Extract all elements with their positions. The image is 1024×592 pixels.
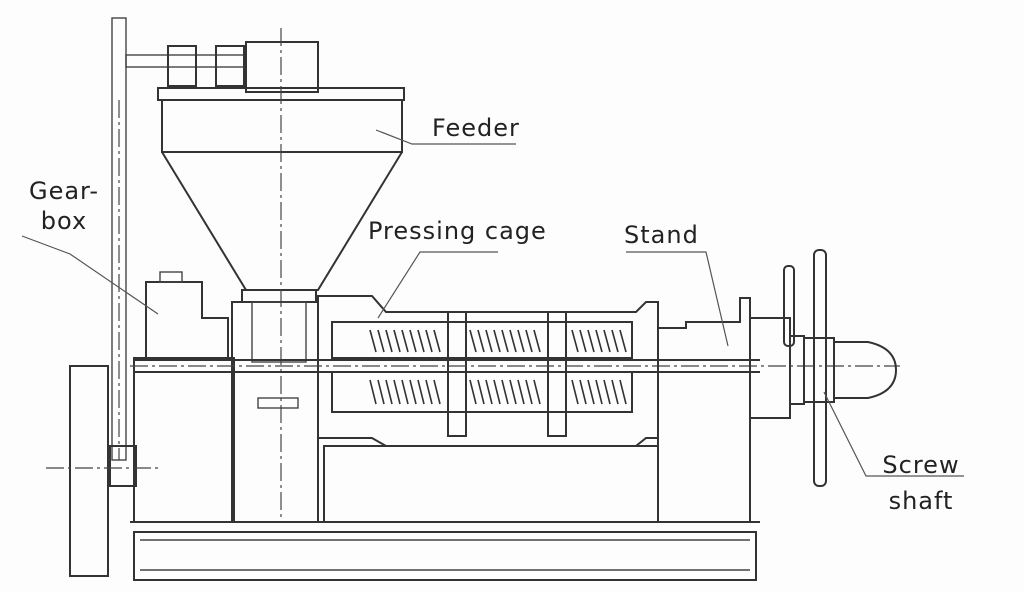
cage-rib-1 — [447, 311, 467, 437]
gearbox-label-line2: box — [40, 207, 88, 235]
cage-rib-2 — [547, 311, 567, 437]
base-frame — [133, 531, 757, 581]
hopper-upper — [161, 100, 403, 153]
feeder-label: Feeder — [432, 114, 520, 142]
cage-upper-band — [331, 321, 633, 359]
leader-pressing-cage — [377, 251, 498, 319]
pulley-wheel — [69, 365, 109, 577]
stand-label: Stand — [624, 221, 699, 249]
handle-bar-left — [783, 265, 795, 347]
gearbox-cap — [159, 271, 183, 283]
leader-feeder — [375, 129, 516, 145]
leader-gearbox — [21, 235, 159, 315]
feeder-motor — [245, 41, 319, 93]
leader-stand — [626, 251, 729, 347]
adjust-cap — [833, 341, 898, 399]
top-bearing-right — [215, 45, 245, 87]
gearbox-lower — [133, 357, 235, 523]
pressing-cage-label: Pressing cage — [368, 217, 547, 245]
gearbox-housing — [145, 281, 229, 358]
top-bearing-left — [167, 45, 197, 87]
leader-screw-shaft — [823, 391, 964, 477]
screw-shaft-label: Screw shaft — [866, 450, 976, 516]
screw-flights — [369, 329, 627, 405]
feed-throat-inner — [251, 301, 307, 363]
stand-body — [657, 297, 751, 523]
gearbox-label-line1: Gear- — [28, 177, 100, 205]
lower-coupling — [109, 445, 137, 487]
screw-shaft-label-line2: shaft — [888, 487, 954, 515]
handle-bar-right — [813, 249, 827, 487]
screw-shaft-label-line1: Screw — [882, 451, 960, 479]
gearbox-label: Gear- box — [14, 176, 114, 236]
feed-throat-slot — [257, 397, 299, 409]
